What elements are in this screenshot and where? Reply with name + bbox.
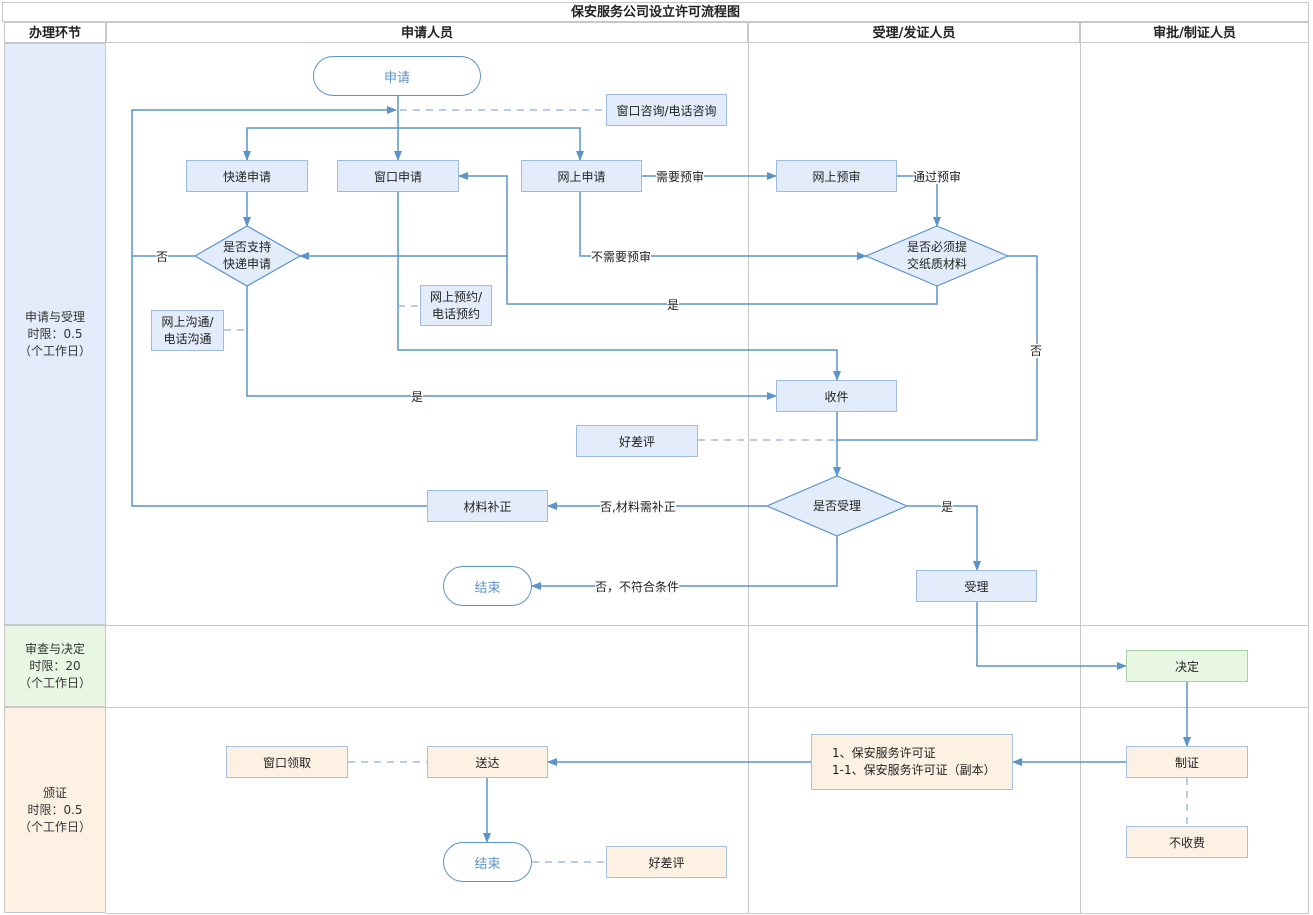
- online-apply-node: 网上申请: [521, 160, 642, 192]
- online-comm-node: 网上沟通/ 电话沟通: [151, 310, 224, 351]
- start-node: 申请: [313, 56, 481, 96]
- label-no-paper: 否: [1030, 344, 1043, 358]
- diagram-title: 保安服务公司设立许可流程图: [2, 2, 1309, 22]
- header-applicant: 申请人员: [106, 22, 748, 43]
- node-line: 电话预约: [431, 306, 480, 321]
- stage-issue: 颁证 时限：0.5 （个工作日）: [4, 707, 106, 913]
- express-support-diamond: [193, 225, 302, 287]
- paper-required-diamond: [864, 225, 1010, 287]
- diamond-line: 是否必须提: [906, 240, 967, 254]
- end-node-1: 结束: [443, 566, 532, 606]
- label-yes-paper: 是: [667, 298, 680, 312]
- stage-review-decide: 审查与决定 时限：20 （个工作日）: [4, 625, 106, 707]
- stage-limit: 时限：0.5: [27, 802, 83, 817]
- accept-decision-text: 是否受理: [812, 499, 861, 513]
- express-support-text: 是否支持 快递申请: [200, 238, 294, 274]
- consult-node: 窗口咨询/电话咨询: [606, 94, 727, 126]
- node-line: 网上预约/: [429, 289, 483, 304]
- stage-name: 申请与受理: [24, 309, 85, 324]
- reserve-node: 网上预约/ 电话预约: [420, 285, 492, 326]
- stage-unit: （个工作日）: [18, 343, 91, 358]
- decide-node: 决定: [1126, 650, 1248, 682]
- review-node-2: 好差评: [606, 846, 727, 878]
- node-line: 1-1、保安服务许可证（副本）: [832, 763, 996, 777]
- license-node: 1、保安服务许可证 1-1、保安服务许可证（副本）: [811, 734, 1013, 790]
- stage-name: 审查与决定: [24, 641, 85, 656]
- accept-decision-diamond: [765, 475, 909, 537]
- review-node: 好差评: [576, 425, 698, 457]
- label-no-need-precheck: 不需要预审: [591, 250, 652, 264]
- stage-name: 颁证: [42, 785, 67, 800]
- grid-lines: [106, 43, 1309, 914]
- window-apply-node: 窗口申请: [337, 160, 459, 192]
- diamond-line: 交纸质材料: [906, 257, 967, 271]
- online-precheck-node: 网上预审: [776, 160, 897, 192]
- node-line: 网上沟通/: [161, 314, 214, 329]
- receive-node: 收件: [776, 380, 897, 412]
- make-cert-node: 制证: [1126, 746, 1248, 778]
- label-yes-express: 是: [411, 390, 424, 404]
- label-no-supplement: 否,材料需补正: [600, 500, 676, 514]
- label-yes-accept: 是: [941, 500, 954, 514]
- node-line: 1、保安服务许可证: [832, 746, 936, 760]
- end-node-2: 结束: [443, 842, 532, 882]
- label-reject: 否，不符合条件: [595, 580, 680, 594]
- stage-apply-accept: 申请与受理 时限：0.5 （个工作日）: [4, 43, 106, 625]
- stage-unit: （个工作日）: [18, 675, 91, 690]
- supplement-node: 材料补正: [427, 490, 548, 522]
- paper-required-text: 是否必须提 交纸质材料: [880, 238, 994, 274]
- window-pickup-node: 窗口领取: [226, 746, 348, 778]
- accept-node: 受理: [916, 570, 1037, 602]
- header-stage: 办理环节: [4, 22, 106, 43]
- diamond-line: 快递申请: [222, 257, 271, 271]
- label-pass-precheck: 通过预审: [913, 170, 962, 184]
- deliver-node: 送达: [427, 746, 548, 778]
- stage-limit: 时限：0.5: [27, 326, 83, 341]
- header-approver: 审批/制证人员: [1080, 22, 1309, 43]
- express-apply-node: 快递申请: [186, 160, 308, 192]
- no-fee-node: 不收费: [1126, 826, 1248, 858]
- diamond-line: 是否支持: [222, 240, 271, 254]
- node-line: 电话沟通: [163, 331, 212, 346]
- label-no-express: 否: [156, 250, 169, 264]
- stage-unit: （个工作日）: [18, 819, 91, 834]
- stage-limit: 时限：20: [29, 658, 81, 673]
- label-need-precheck: 需要预审: [656, 170, 705, 184]
- header-acceptor: 受理/发证人员: [748, 22, 1080, 43]
